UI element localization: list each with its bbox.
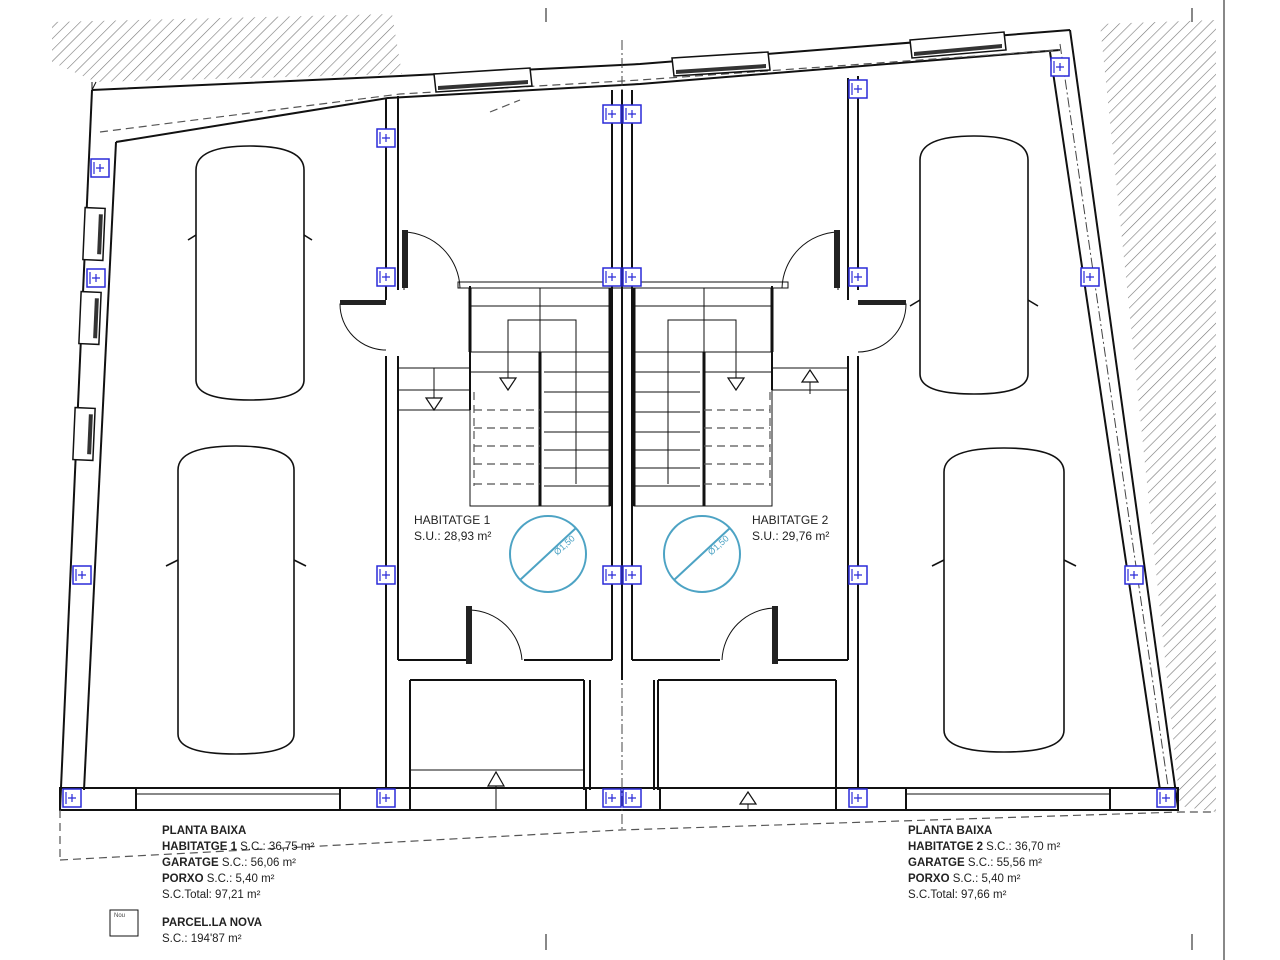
level-arrows (424, 368, 820, 810)
socket-icon (1156, 788, 1176, 808)
socket-icon (622, 104, 642, 124)
legend-swatch-text: Nou (114, 913, 125, 919)
doors (339, 230, 907, 664)
legend-area: S.C.: 194'87 m² (162, 933, 242, 945)
plot-boundary-dashed (59, 811, 1216, 861)
right-dashdot-line (1059, 43, 1171, 801)
left-summary-line-1: HABITATGE 1 S.C.: 36,75 m² (162, 841, 314, 853)
right-summary-line-3: PORXO S.C.: 5,40 m² (908, 873, 1021, 885)
socket-icon (376, 128, 396, 148)
socket-icon (376, 267, 396, 287)
plot-legend: Nou PARCEL.LA NOVA S.C.: 194'87 m² (109, 909, 262, 945)
left-windows (72, 206, 106, 462)
right-wall-outer (1069, 29, 1179, 809)
car-top-left (187, 145, 313, 401)
socket-icon (602, 267, 622, 287)
left-summary-line-4: S.C.Total: 97,21 m² (162, 889, 261, 901)
legend-title: PARCEL.LA NOVA (162, 917, 262, 929)
top-window-2 (671, 51, 771, 77)
socket-icon (86, 268, 106, 288)
socket-icon (62, 788, 82, 808)
room-name-house-2: HABITATGE 2 (752, 513, 829, 527)
sheet-marks (545, 0, 1225, 960)
left-wall-inner (83, 141, 117, 791)
socket-icon (622, 788, 642, 808)
socket-icon (848, 79, 868, 99)
room-area-house-1: S.U.: 28,93 m² (414, 529, 491, 543)
socket-icon (848, 788, 868, 808)
legend-swatch (109, 909, 139, 937)
neighbor-hatch-left (52, 14, 402, 82)
socket-icon (622, 267, 642, 287)
turning-circle-house-2: Ø1,50 (663, 515, 741, 593)
stairs-house-1 (468, 287, 612, 507)
socket-icon (848, 565, 868, 585)
top-window-1 (433, 67, 533, 93)
socket-icon (602, 104, 622, 124)
socket-icon (72, 565, 92, 585)
stairs-house-2 (632, 287, 774, 507)
socket-icon (90, 158, 110, 178)
socket-icon (602, 788, 622, 808)
right-area-summary: PLANTA BAIXA HABITATGE 2 S.C.: 36,70 m² … (908, 825, 1060, 901)
car-bottom-right (931, 447, 1077, 753)
car-bottom-left (165, 445, 307, 755)
right-summary-line-1: HABITATGE 2 S.C.: 36,70 m² (908, 841, 1060, 853)
bottom-wall (59, 787, 1179, 811)
right-summary-line-2: GARATGE S.C.: 55,56 m² (908, 857, 1042, 869)
left-summary-line-3: PORXO S.C.: 5,40 m² (162, 873, 275, 885)
house-2-walls (631, 76, 859, 800)
socket-icon (376, 788, 396, 808)
socket-icon (602, 565, 622, 585)
socket-icon (1080, 267, 1100, 287)
socket-icon (1050, 57, 1070, 77)
left-summary-line-2: GARATGE S.C.: 56,06 m² (162, 857, 296, 869)
house-1-walls (385, 90, 623, 800)
neighbor-hatch-right (1100, 20, 1216, 812)
turning-circle-house-1: Ø1,50 (509, 515, 587, 593)
socket-symbols (62, 57, 1176, 808)
left-area-summary: PLANTA BAIXA HABITATGE 1 S.C.: 36,75 m² … (162, 825, 314, 901)
socket-icon (1124, 565, 1144, 585)
turning-circle-label-2: Ø1,50 (706, 533, 731, 557)
right-summary-title: PLANTA BAIXA (908, 825, 992, 837)
socket-icon (376, 565, 396, 585)
room-area-house-2: S.U.: 29,76 m² (752, 529, 829, 543)
top-wall-inner (115, 49, 1061, 143)
socket-icon (622, 565, 642, 585)
right-wall-inner (1049, 51, 1161, 791)
top-window-3 (909, 31, 1007, 59)
turning-circle-label-1: Ø1,50 (552, 533, 577, 557)
socket-icon (848, 267, 868, 287)
car-top-right (909, 135, 1039, 395)
left-summary-title: PLANTA BAIXA (162, 825, 246, 837)
right-summary-line-4: S.C.Total: 97,66 m² (908, 889, 1007, 901)
room-name-house-1: HABITATGE 1 (414, 513, 491, 527)
